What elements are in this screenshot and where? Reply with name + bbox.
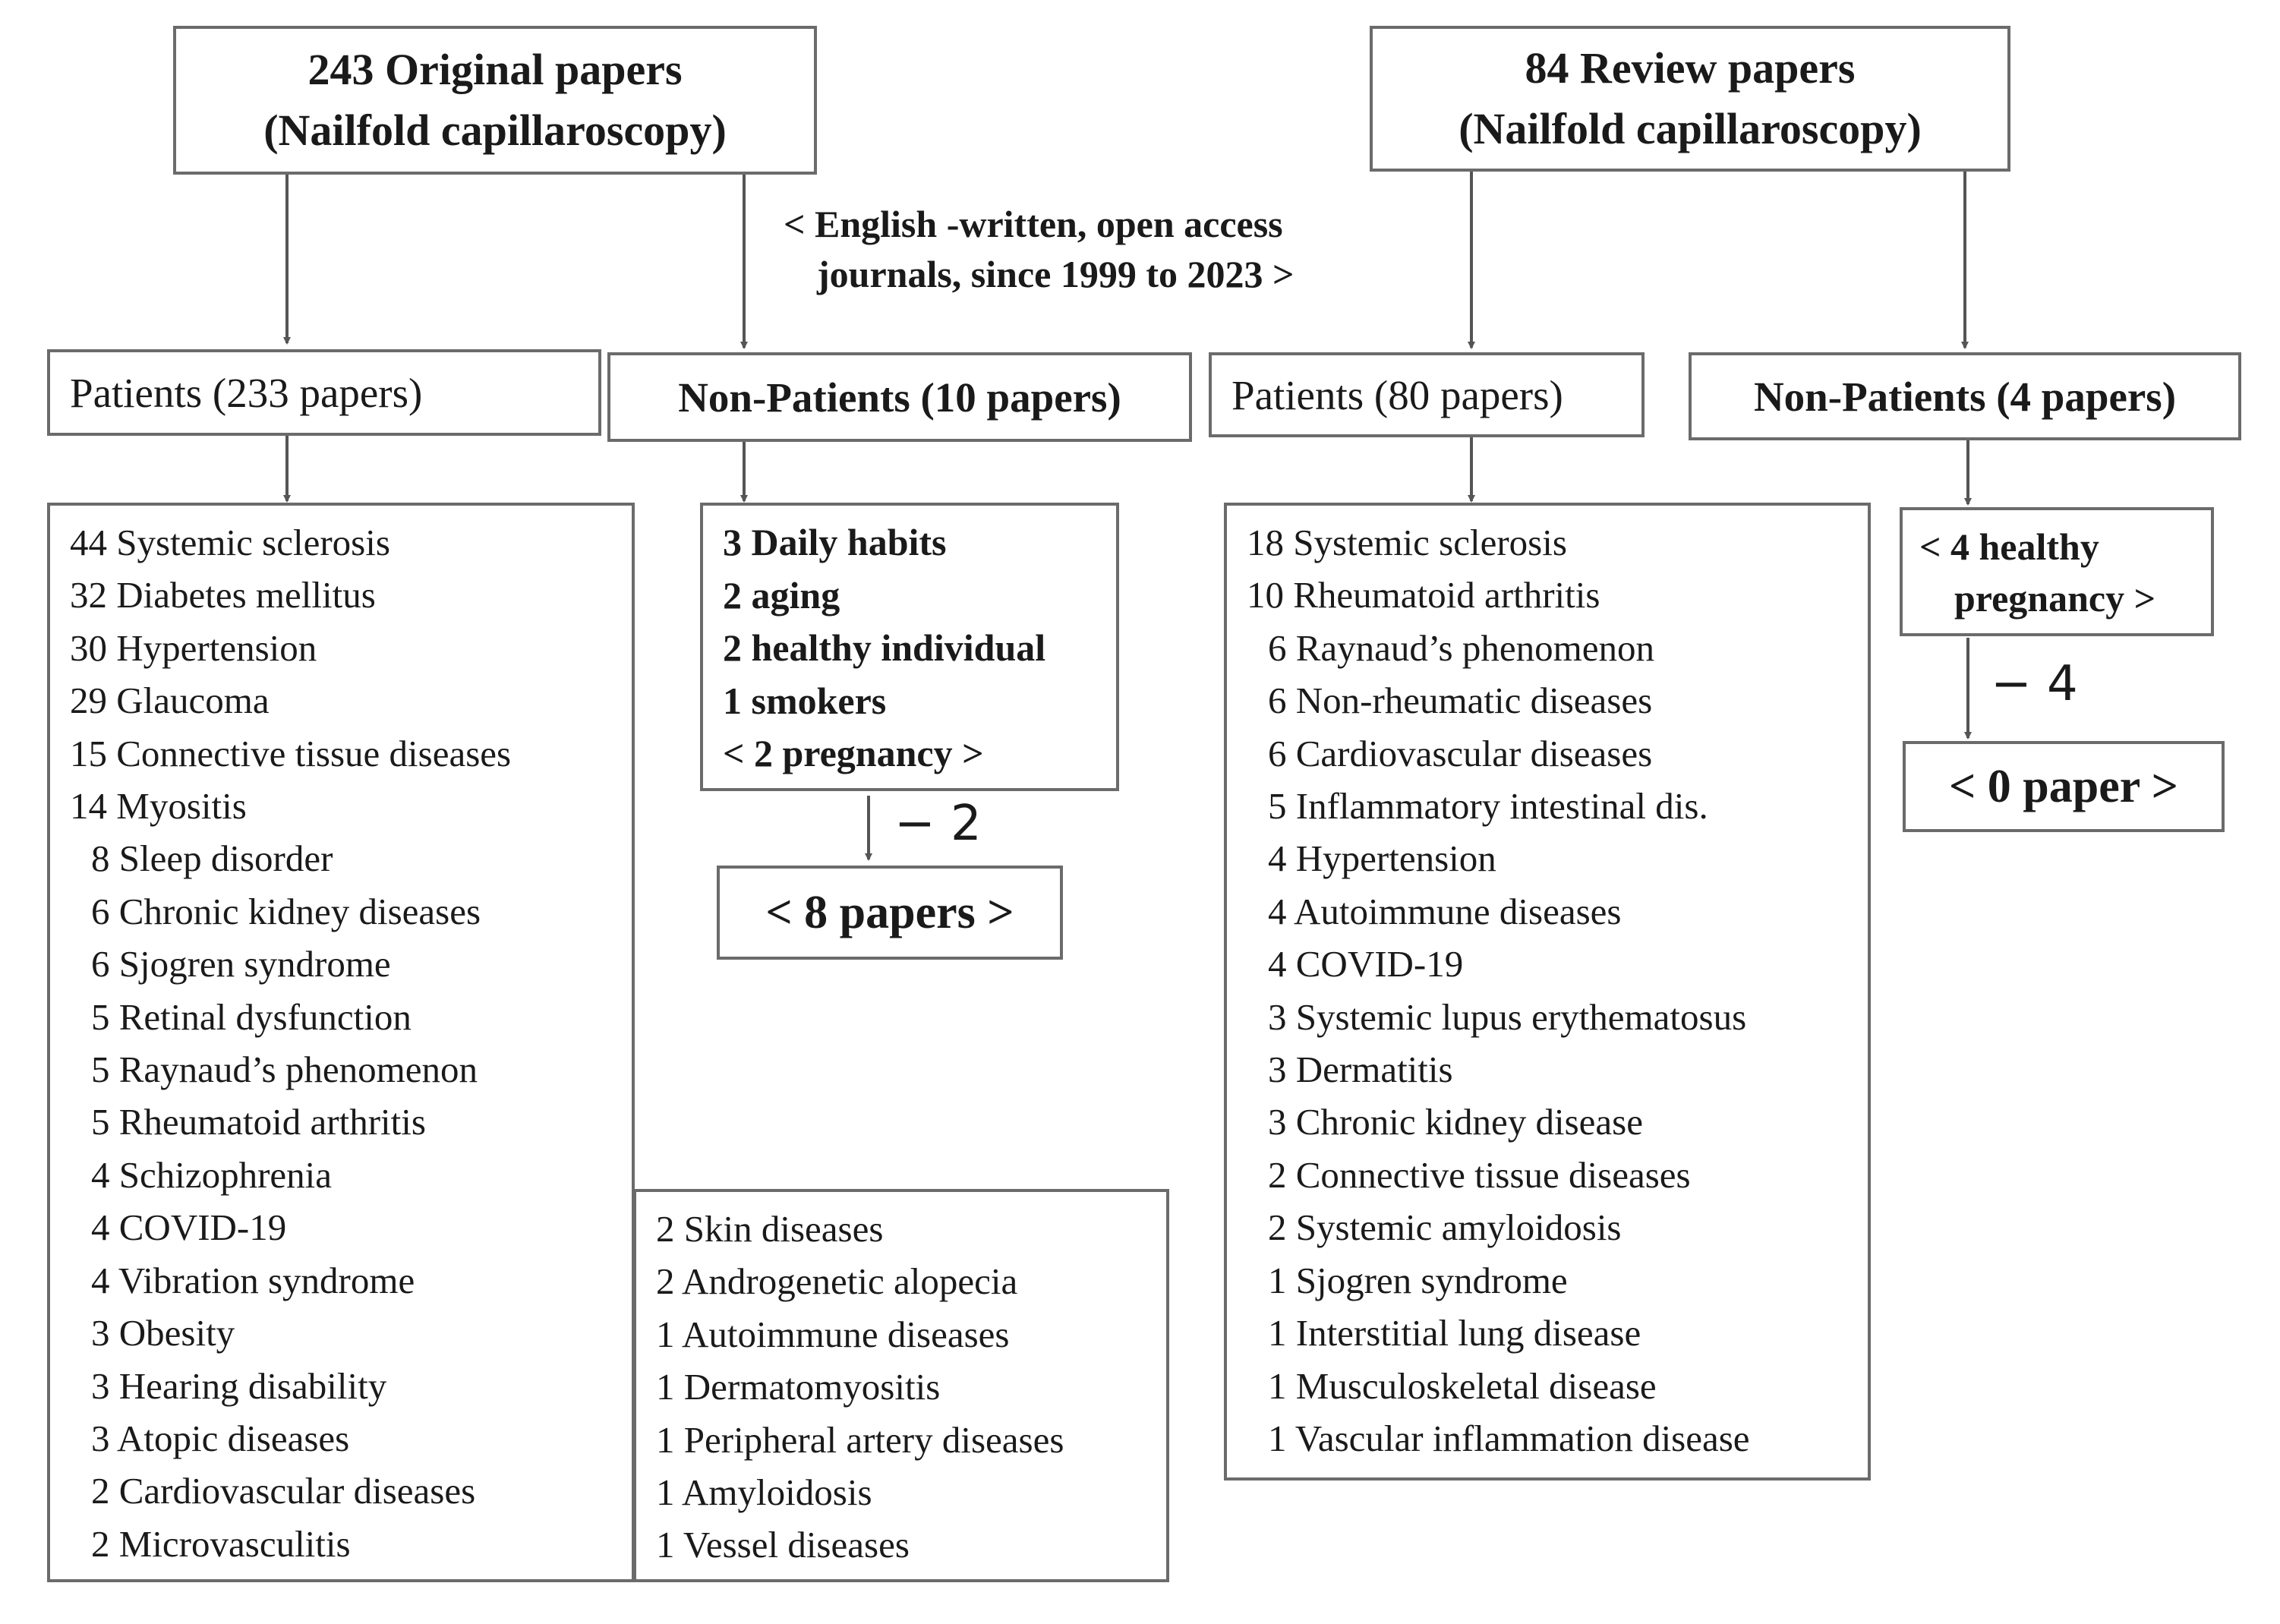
original-result-box: < 8 papers > (717, 866, 1063, 960)
original-nonpatients-label: Non-Patients (10 papers) (678, 374, 1121, 421)
review-patients-label: Patients (80 papers) (1231, 371, 1563, 418)
list-item: 44 Systemic sclerosis (70, 522, 390, 563)
list-item: 4 Hypertension (1268, 837, 1496, 880)
list-item: 4 COVID-19 (91, 1206, 287, 1249)
list-item: 2 healthy individual (723, 626, 1046, 669)
list-item: 1 Vascular inflammation disease (1268, 1417, 1750, 1459)
original-papers-title: 243 Original papers (307, 45, 683, 94)
list-item: 3 Atopic diseases (91, 1417, 350, 1459)
list-item: 6 Cardiovascular diseases (1268, 732, 1653, 774)
list-item: 2 Microvasculitis (91, 1522, 351, 1565)
list-item: 1 Peripheral artery diseases (656, 1418, 1064, 1461)
list-item: 6 Sjogren syndrome (91, 943, 391, 985)
review-patient-diseases-list: 18 Systemic sclerosis 10 Rheumatoid arth… (1224, 503, 1871, 1481)
review-papers-subtitle: (Nailfold capillaroscopy) (1459, 104, 1922, 153)
review-nonpatient-line-2: pregnancy > (1954, 577, 2156, 620)
list-item: 5 Inflammatory intestinal dis. (1268, 785, 1708, 828)
list-item: 2 Skin diseases (656, 1208, 884, 1250)
list-item: 2 aging (723, 573, 840, 616)
list-item: 1 Vessel diseases (656, 1524, 910, 1566)
list-item: 3 Daily habits (723, 521, 947, 563)
criteria-line-1: < English -written, open access (784, 203, 1283, 245)
list-item: 5 Rheumatoid arthritis (91, 1101, 426, 1143)
list-item: 6 Chronic kidney diseases (91, 890, 481, 932)
list-item: 6 Raynaud’s phenomenon (1268, 626, 1654, 669)
list-item: 29 Glaucoma (70, 680, 270, 722)
original-patients-label: Patients (233 papers) (70, 369, 423, 416)
original-papers-subtitle: (Nailfold capillaroscopy) (263, 106, 727, 155)
list-item: 2 Systemic amyloidosis (1268, 1206, 1622, 1249)
review-nonpatients-label: Non-Patients (4 papers) (1753, 373, 2177, 420)
list-item: 1 Amyloidosis (656, 1471, 872, 1514)
review-result-box: < 0 paper > (1903, 741, 2225, 832)
list-item: 30 Hypertension (70, 626, 317, 669)
original-papers-box: 243 Original papers (Nailfold capillaros… (173, 26, 817, 175)
review-papers-title: 84 Review papers (1525, 43, 1856, 93)
review-papers-box: 84 Review papers (Nailfold capillaroscop… (1370, 26, 2010, 172)
list-item: 8 Sleep disorder (91, 837, 333, 880)
list-item: 1 Sjogren syndrome (1268, 1259, 1568, 1301)
list-item: 18 Systemic sclerosis (1247, 522, 1567, 563)
list-item: 4 Autoimmune diseases (1268, 890, 1622, 932)
list-item: 3 Chronic kidney disease (1268, 1101, 1643, 1143)
list-item: 2 Connective tissue diseases (1268, 1153, 1691, 1196)
original-nonpatient-list: 3 Daily habits 2 aging 2 healthy individ… (700, 503, 1119, 791)
original-patient-diseases-list: 44 Systemic sclerosis 32 Diabetes mellit… (47, 503, 635, 1582)
list-item: 2 Androgenetic alopecia (656, 1260, 1018, 1303)
list-item: 4 Vibration syndrome (91, 1259, 415, 1301)
list-item: 1 Musculoskeletal disease (1268, 1364, 1657, 1407)
list-item: 3 Dermatitis (1268, 1049, 1453, 1091)
review-nonpatient-line-1: < 4 healthy (1919, 525, 2099, 568)
list-item: 2 Cardiovascular diseases (91, 1470, 476, 1512)
original-patients-box: Patients (233 papers) (47, 349, 601, 436)
criteria-line-2: journals, since 1999 to 2023 > (817, 253, 1295, 295)
review-patients-box: Patients (80 papers) (1209, 352, 1645, 437)
original-patient-diseases-list-continued: 2 Skin diseases 2 Androgenetic alopecia … (633, 1189, 1169, 1582)
original-nonpatients-box: Non-Patients (10 papers) (607, 352, 1192, 442)
list-item: < 2 pregnancy > (723, 732, 984, 774)
list-item: 3 Systemic lupus erythematosus (1268, 995, 1747, 1038)
list-item: 4 Schizophrenia (91, 1153, 333, 1196)
list-item: 3 Hearing disability (91, 1364, 387, 1407)
review-excluded-count: − 4 (1991, 656, 2078, 712)
list-item: 6 Non-rheumatic diseases (1268, 680, 1653, 722)
criteria-note: < English -written, open access journals… (784, 199, 1295, 299)
list-item: 10 Rheumatoid arthritis (1247, 574, 1600, 616)
list-item: 4 COVID-19 (1268, 943, 1464, 985)
review-nonpatients-box: Non-Patients (4 papers) (1689, 352, 2241, 440)
original-excluded-count: − 2 (894, 796, 982, 852)
list-item: 5 Raynaud’s phenomenon (91, 1049, 478, 1091)
review-result-label: < 0 paper > (1948, 760, 2179, 812)
list-item: 15 Connective tissue diseases (70, 732, 512, 774)
list-item: 1 smokers (723, 679, 887, 722)
list-item: 1 Interstitial lung disease (1268, 1312, 1641, 1354)
review-nonpatient-box: < 4 healthy pregnancy > (1900, 507, 2214, 636)
list-item: 32 Diabetes mellitus (70, 574, 376, 616)
list-item: 3 Obesity (91, 1312, 235, 1354)
list-item: 14 Myositis (70, 785, 247, 828)
list-item: 1 Dermatomyositis (656, 1366, 941, 1408)
list-item: 1 Autoimmune diseases (656, 1313, 1010, 1355)
original-result-label: < 8 papers > (765, 886, 1014, 938)
list-item: 5 Retinal dysfunction (91, 995, 412, 1038)
